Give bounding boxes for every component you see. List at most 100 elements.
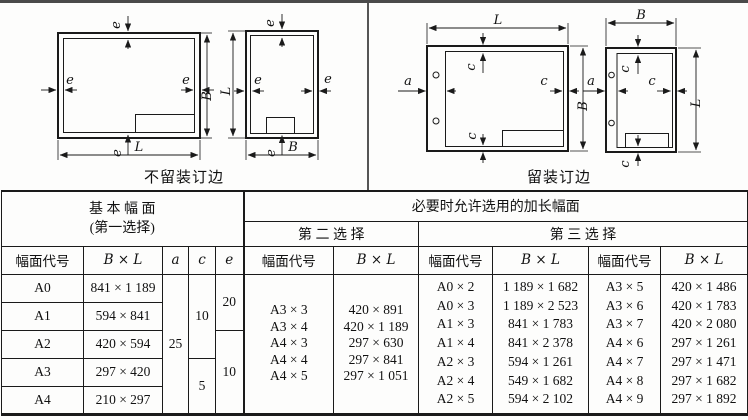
- c-label: c: [648, 74, 656, 89]
- basic-size: 297 × 420: [83, 357, 163, 387]
- list-line: 420 × 1 189: [343, 318, 409, 334]
- list-line: A4 × 5: [269, 368, 308, 384]
- third-choice-sizes-right: 420 × 1 486 420 × 1 783 420 × 2 080 297 × 1…: [660, 273, 748, 415]
- list-line: A3 × 4: [269, 318, 308, 334]
- basic-size: 420 × 594: [83, 329, 163, 359]
- list-line: A4 × 4: [269, 351, 308, 367]
- e-label: e: [110, 149, 125, 157]
- L-label: L: [493, 13, 503, 28]
- col-header-c: c: [188, 245, 216, 275]
- e-label: e: [263, 19, 278, 27]
- portrait-sheet-frame: [605, 47, 677, 153]
- list-line: 297 × 1 471: [671, 353, 737, 369]
- list-line: 420 × 2 080: [671, 316, 737, 332]
- basic-format-title: 基 本 幅 面: [89, 201, 156, 217]
- col-header-code: 幅面代号: [418, 245, 494, 275]
- L-label: L: [134, 140, 144, 155]
- e-label: e: [254, 73, 262, 88]
- no-binding-diagram: e e e e L B L: [41, 14, 332, 160]
- col-header-e: e: [214, 245, 245, 275]
- second-choice-header: 第 二 选 择: [242, 220, 420, 247]
- list-line: A4 × 3: [269, 335, 308, 351]
- no-binding-caption: 不留装订边: [143, 170, 224, 186]
- list-line: A0 × 2: [436, 279, 475, 295]
- e-label: e: [109, 21, 124, 29]
- list-line: A2 × 3: [436, 353, 475, 369]
- basic-code: A3: [1, 357, 84, 387]
- B-label: B: [576, 101, 591, 112]
- third-choice-header: 第 三 选 择: [418, 220, 748, 247]
- with-binding-diagram: L B a c c c: [398, 8, 704, 168]
- with-binding-caption: 留装订边: [526, 170, 591, 186]
- basic-code: A0: [1, 273, 84, 303]
- list-line: A0 × 3: [436, 297, 475, 313]
- third-choice-codes-left: A0 × 2 A0 × 3 A1 × 3 A1 × 4 A2 × 3 A2 × 4 A2 ×…: [418, 273, 494, 415]
- basic-code: A1: [1, 301, 84, 331]
- list-line: 1 189 × 1 682: [502, 279, 579, 295]
- list-line: 594 × 2 102: [508, 391, 574, 407]
- a-label: a: [587, 74, 595, 89]
- col-header-size: B × L: [333, 245, 420, 275]
- landscape-sheet-frame: [426, 45, 569, 152]
- col-header-code: 幅面代号: [1, 245, 84, 275]
- basic-size: 594 × 841: [83, 301, 163, 331]
- basic-format-header: 基 本 幅 面 (第一选择): [0, 190, 245, 247]
- basic-code: A4: [1, 385, 84, 415]
- extended-format-header: 必要时允许选用的加长幅面: [242, 190, 748, 222]
- c-value-top: 10: [188, 273, 216, 359]
- list-line: A1 × 3: [436, 316, 475, 332]
- landscape-sheet-frame: [57, 32, 201, 139]
- c-value-bottom: 5: [188, 357, 216, 415]
- list-line: 420 × 891: [348, 302, 404, 318]
- c-label: c: [618, 65, 633, 73]
- list-line: 841 × 1 783: [508, 316, 574, 332]
- list-line: A4 × 7: [605, 353, 644, 369]
- list-line: A3 × 5: [605, 279, 644, 295]
- e-label: e: [66, 73, 74, 88]
- c-label: c: [464, 63, 479, 71]
- e-value-top: 20: [214, 273, 245, 331]
- diagram-section-divider: [367, 3, 369, 191]
- list-line: A3 × 3: [269, 302, 308, 318]
- list-line: 297 × 1 051: [343, 368, 409, 384]
- list-line: 549 × 1 682: [508, 372, 574, 388]
- col-header-size: B × L: [492, 245, 590, 275]
- c-label: c: [465, 132, 480, 140]
- list-line: 297 × 1 261: [671, 335, 737, 351]
- list-line: A4 × 9: [605, 391, 644, 407]
- portrait-dimensions: B L a c c c: [583, 8, 704, 168]
- list-line: 420 × 1 783: [671, 297, 737, 313]
- basic-format-subtitle: (第一选择): [89, 220, 155, 236]
- no-binding-panel: e e e e L B L: [0, 3, 368, 191]
- list-line: A3 × 7: [605, 316, 644, 332]
- B-label: B: [200, 91, 215, 102]
- list-line: 297 × 1 682: [671, 372, 737, 388]
- binding-hole: [608, 71, 615, 79]
- list-line: 297 × 1 892: [671, 391, 737, 407]
- col-header-size: B × L: [660, 245, 748, 275]
- list-line: A4 × 8: [605, 372, 644, 388]
- col-header-a: a: [162, 245, 189, 275]
- landscape-dimensions: e e e e L B L: [41, 16, 245, 160]
- sheet-size-table: 基 本 幅 面 (第一选择) 必要时允许选用的加长幅面 第 二 选 择 第 三 …: [0, 190, 748, 416]
- list-line: A2 × 5: [436, 391, 475, 407]
- L-label: L: [689, 99, 704, 109]
- a-value: 25: [162, 273, 189, 415]
- B-label: B: [287, 140, 298, 155]
- list-line: 1 189 × 2 523: [502, 297, 579, 313]
- list-line: A2 × 4: [436, 372, 475, 388]
- c-label: c: [618, 160, 633, 168]
- e-label: e: [264, 149, 279, 157]
- binding-hole: [432, 117, 440, 125]
- e-value-bottom: 10: [214, 329, 245, 415]
- list-line: A1 × 4: [436, 335, 475, 351]
- with-binding-panel: L B a c c c: [370, 3, 748, 191]
- list-line: A4 × 6: [605, 335, 644, 351]
- list-line: 420 × 1 486: [671, 279, 737, 295]
- col-header-code: 幅面代号: [588, 245, 662, 275]
- top-rule: [0, 0, 748, 3]
